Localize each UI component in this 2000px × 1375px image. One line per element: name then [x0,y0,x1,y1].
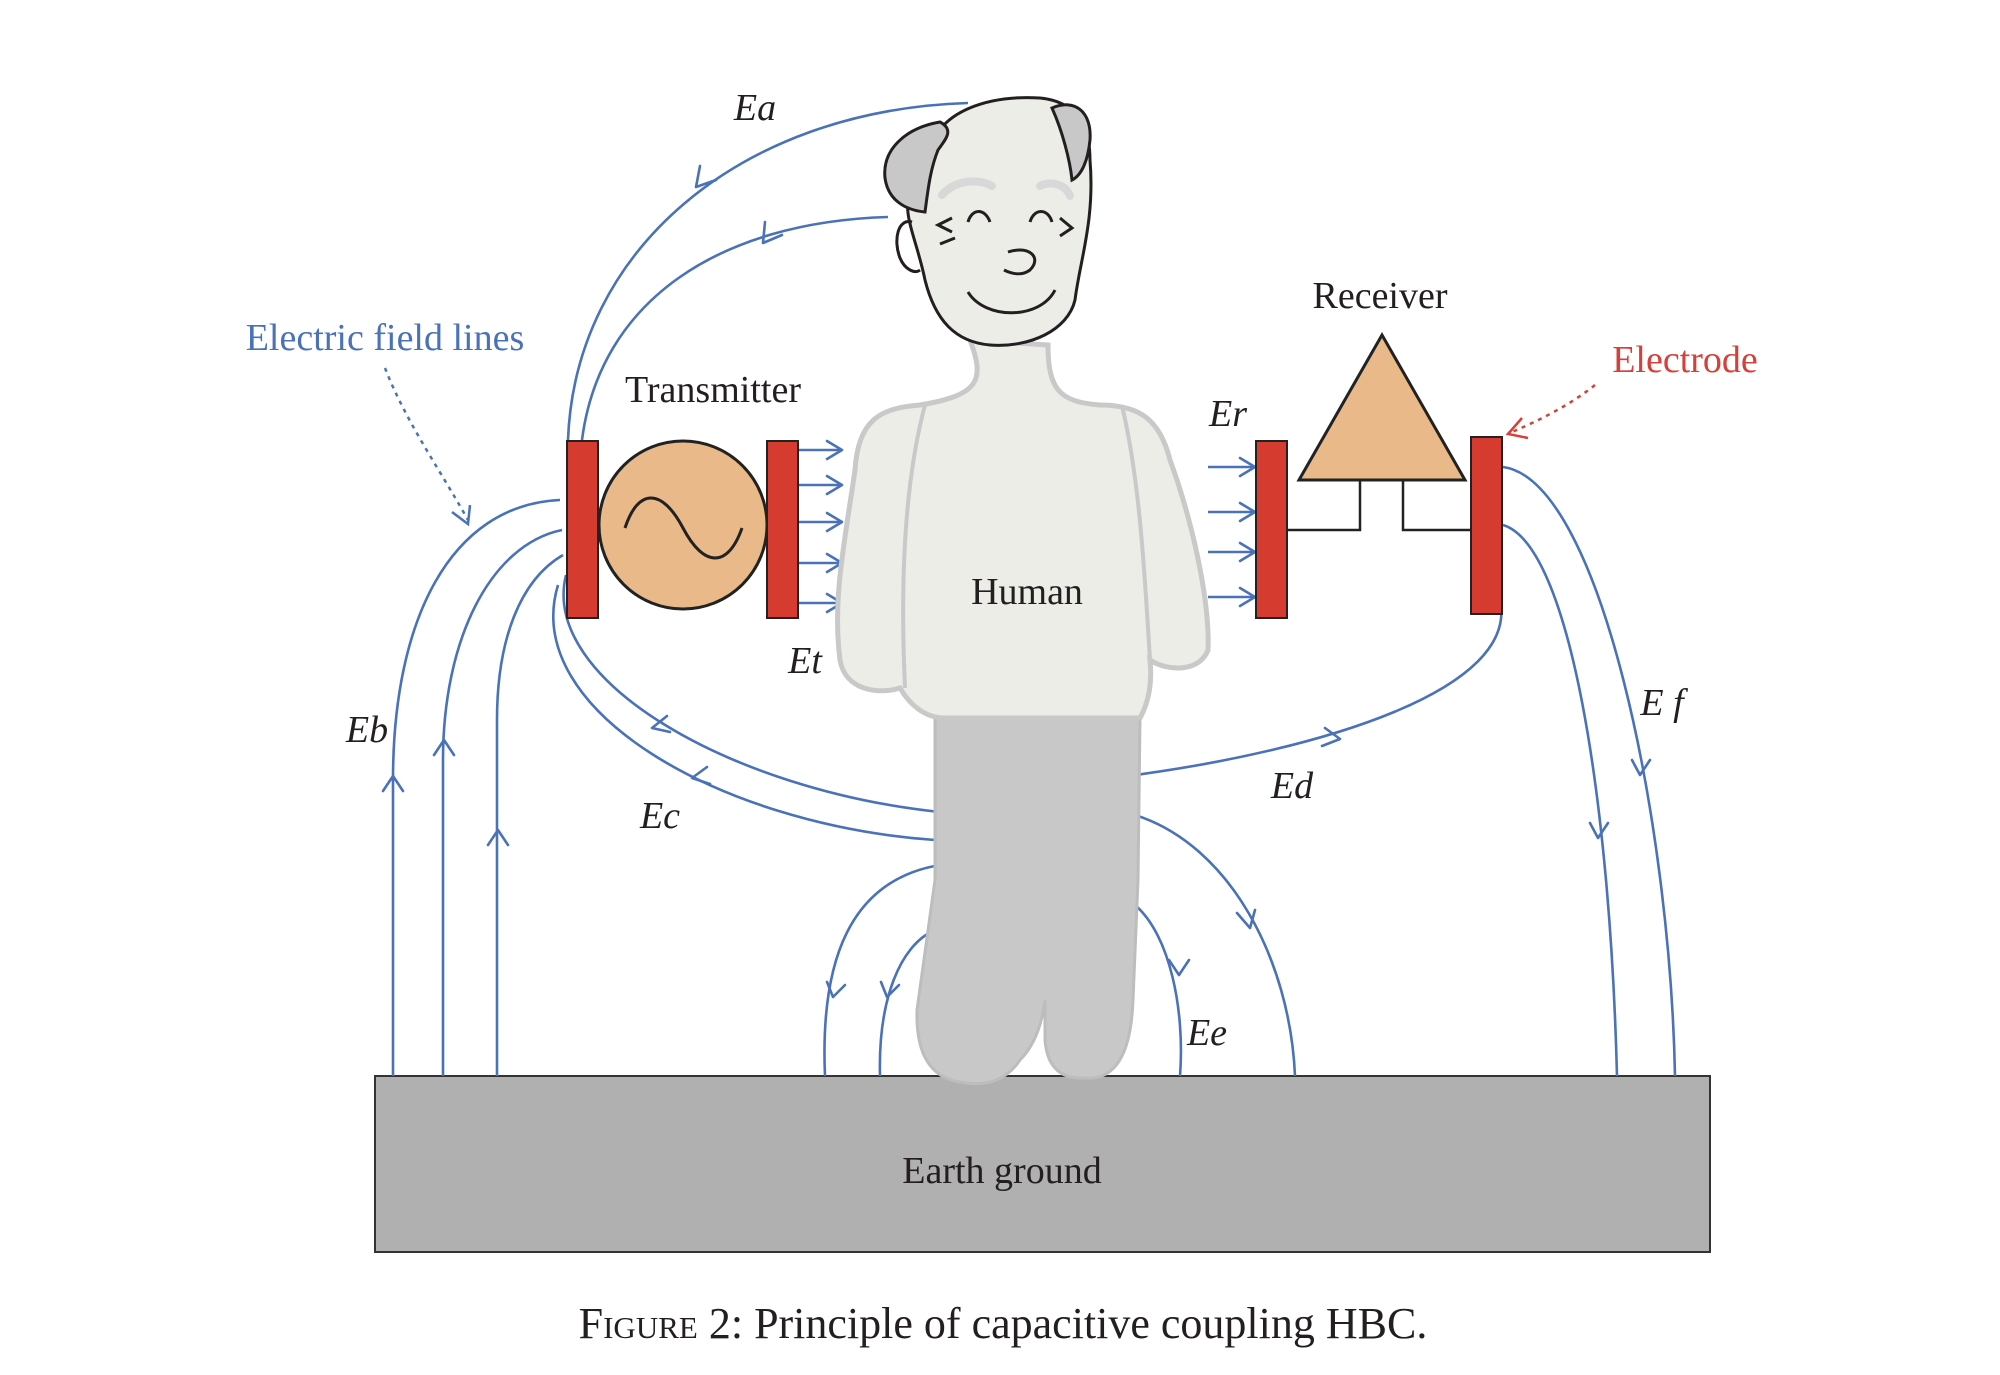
caption-number: 2: [709,1299,743,1348]
field-label-ea: Ea [733,87,776,129]
arrowhead-ec-1 [650,714,672,734]
arrowhead-ea-1 [694,164,718,189]
field-line-ee-inner-left [878,928,936,1077]
arrowhead-ea-2 [761,220,784,245]
human-mouth [966,289,1057,315]
transmitter-electrode-right [766,440,799,619]
human-eyebrow-left [938,177,996,199]
field-line-ed [1134,599,1503,777]
arrowhead-eb-1 [381,774,405,793]
human-hair-right [1050,103,1092,183]
ac-wave-icon [623,496,744,560]
field-label-ec: Ec [639,795,680,837]
earth-ground-block [374,1075,1711,1253]
receiver-electrode-left [1255,440,1288,619]
field-line-ec-inner [552,584,936,842]
transmitter-electrode-left [566,440,599,619]
field-label-ed: Ed [1270,765,1314,807]
electric-field-lines-pointer [383,367,470,521]
arrowhead-ec-2 [690,765,712,786]
human-wrinkle-right [1059,216,1075,238]
field-line-ea-outer [566,101,969,441]
field-line-eb-3 [495,553,564,1076]
field-label-et: Et [787,640,823,682]
arrowhead-et-1 [825,439,844,461]
field-line-ea-inner [580,215,889,441]
receiver-electrode-right [1470,436,1503,615]
field-line-eb-1 [391,498,561,1076]
transmitter-label: Transmitter [625,369,801,411]
field-label-ee: Ee [1186,1012,1227,1054]
human-legs [915,716,1142,1086]
arrowhead-eb-2 [432,738,456,757]
receiver: Receiver [1255,275,1503,619]
caption-prefix: Figure [579,1299,698,1348]
arrowhead-ee-4 [1235,908,1257,930]
human-eye-right [1028,210,1054,223]
arrowhead-et-3 [825,511,844,533]
receiver-amplifier-triangle [1296,331,1468,482]
electric-field-lines-label: Electric field lines [246,317,525,359]
human-eyebrow-right [1036,179,1074,200]
figure-caption: Figure 2: Principle of capacitive coupli… [579,1299,1428,1348]
field-line-ee-outer-right [1134,813,1297,1077]
field-label-eb: Eb [345,709,388,751]
human-arm-line-right [1120,405,1152,661]
human-ear [895,220,921,273]
field-line-ef-inner [1502,523,1619,1077]
human-figure [835,96,1211,1086]
human-eye-left [966,210,992,223]
field-lines [391,101,1677,1077]
field-line-eb-2 [441,528,563,1076]
field-label-er: Er [1208,393,1247,435]
receiver-label: Receiver [1312,275,1447,317]
human-label: Human [971,571,1083,613]
earth-ground-label: Earth ground [902,1150,1101,1192]
field-label-ef: E f [1639,682,1688,724]
arrowhead-ed [1320,726,1342,748]
arrowhead-ee-2 [879,980,901,999]
human-hair-left [883,120,950,214]
arrowhead-ee-1 [825,980,847,999]
electrode-pointer-head [1505,417,1529,440]
arrowhead-ef-2 [1588,821,1610,840]
receiver-wire-right [1401,480,1471,532]
field-line-ee-outer-left [823,863,941,1077]
human-nose [1003,248,1037,276]
arrowhead-ee-3 [1167,958,1191,977]
human-wrinkle-left [934,216,956,246]
electrode-pointer [1511,384,1596,434]
human-head [906,96,1093,347]
electric-field-lines-pointer-head [451,504,472,527]
transmitter: Transmitter [566,369,801,619]
receiver-wire-left [1287,480,1362,532]
caption-text: Principle of capacitive coupling HBC. [754,1299,1427,1348]
human-arm-line-left [901,404,927,689]
arrowhead-et-2 [825,474,844,496]
electrode-label: Electrode [1612,339,1758,381]
field-line-ef-outer [1502,465,1677,1077]
human-torso [835,337,1211,721]
arrowhead-eb-3 [486,828,510,847]
arrowhead-ef-1 [1630,758,1652,777]
field-line-ee-inner-right [1134,904,1183,1077]
